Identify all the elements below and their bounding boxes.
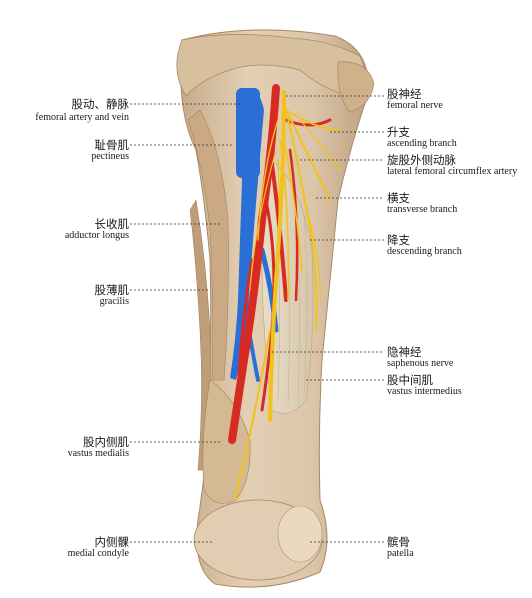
femoral-vein-upper — [236, 88, 260, 178]
label-vastus-intermedius: 股中间肌 vastus intermedius — [387, 373, 462, 397]
femoral-nerve-branches — [235, 90, 341, 501]
patella-region — [277, 505, 323, 563]
label-patella: 髌骨 patella — [387, 535, 414, 559]
adductor-longus-muscle — [187, 109, 229, 381]
label-gracilis: 股薄肌 gracilis — [94, 283, 130, 307]
label-vastus-medialis: 股内侧肌 vastus medialis — [67, 435, 129, 459]
label-saphenous-nerve: 隐神经 saphenous nerve — [387, 345, 454, 369]
label-adductor-longus: 长收肌 adductor longus — [64, 217, 129, 241]
label-pectineus: 耻骨肌 pectineus — [91, 138, 129, 162]
lateral-tissue-flap — [337, 61, 375, 113]
hip-tissue — [176, 34, 365, 97]
label-lateral-femoral-circumflex: 旋股外侧动脉 lateral femoral circumflex artery — [387, 153, 518, 177]
lateral-circumflex-artery — [284, 118, 332, 127]
leader-lines — [130, 95, 384, 543]
label-medial-condyle: 内侧髁 medial condyle — [67, 535, 129, 559]
label-transverse-branch: 横支 transverse branch — [387, 191, 458, 215]
label-femoral-vessels-en: femoral artery and vein — [35, 112, 129, 123]
label-descending-branch: 降支 descending branch — [387, 233, 462, 257]
label-femoral-vessels: 股动、静脉 — [71, 97, 130, 111]
artery-branch-4 — [236, 258, 254, 402]
label-femoral-nerve: 股神经 femoral nerve — [387, 87, 443, 111]
label-ascending-branch: 升支 ascending branch — [387, 125, 457, 149]
